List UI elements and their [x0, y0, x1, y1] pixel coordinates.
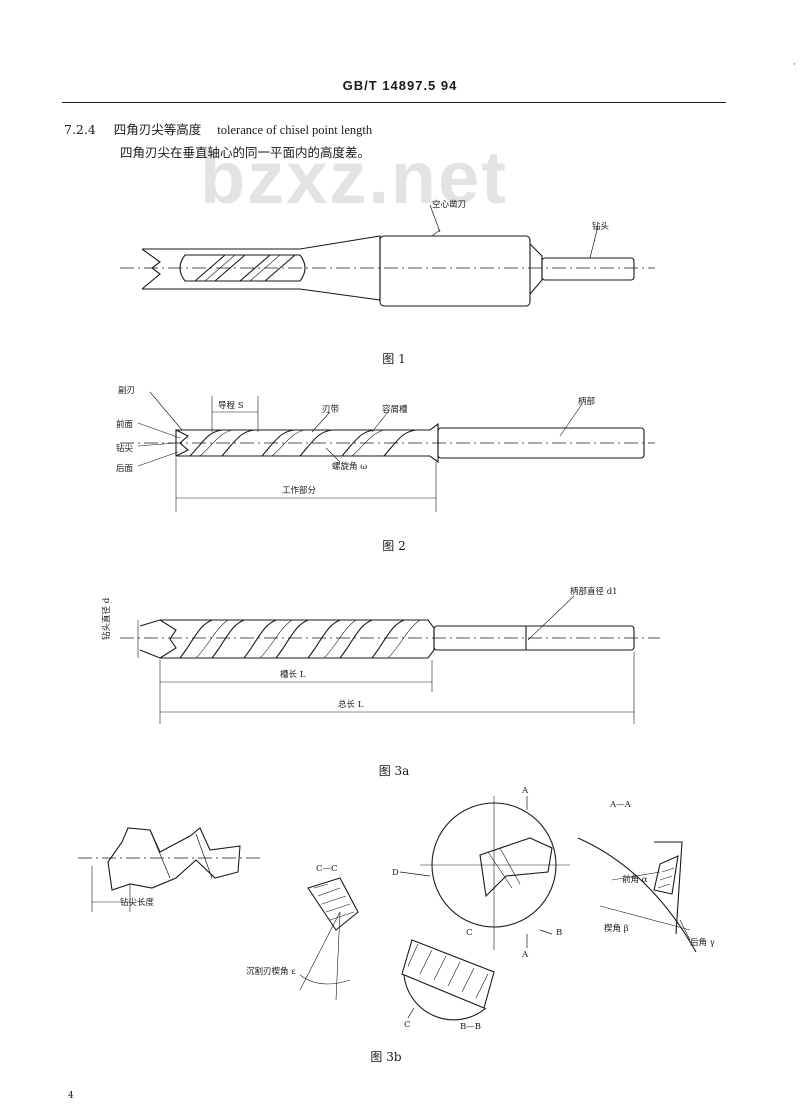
figure-3a-drawing	[120, 595, 660, 724]
label-rake-angle: 前角 α	[622, 875, 648, 885]
label-wedge-angle: 楔角 β	[604, 924, 629, 934]
figure-1-drawing	[120, 204, 655, 307]
label-arrow-b: B	[556, 928, 563, 938]
clause-definition: 四角刃尖在垂直轴心的同一平面内的高度差。	[120, 145, 371, 160]
label-tip-length: 钻尖长度	[120, 898, 155, 908]
label-groove-length: 槽长 L	[280, 670, 306, 680]
label-arrow-c-top: C	[466, 928, 473, 938]
clause-title-en: tolerance of chisel point length	[217, 123, 373, 137]
label-chisel: 空心凿刀	[432, 200, 467, 210]
label-total-length: 总长 L	[338, 700, 364, 710]
clause-heading: 7.2.4 四角刃尖等高度 tolerance of chisel point …	[64, 119, 372, 138]
page-number: 4	[68, 1091, 74, 1101]
label-shank-dia: 柄部直径 d1	[570, 587, 618, 597]
label-secondary-edge: 副刃	[118, 386, 136, 396]
label-flute: 容屑槽	[382, 405, 408, 415]
clause-number: 7.2.4	[64, 122, 96, 137]
label-arrow-a-top: A	[522, 786, 529, 796]
label-arrow-a-bottom: A	[522, 950, 529, 960]
figure-3a-caption: 图 3a	[378, 764, 410, 778]
clause-title-cn: 四角刃尖等高度	[113, 122, 202, 137]
label-flank: 后面	[116, 464, 134, 474]
label-helix-angle: 螺旋角 ω	[332, 462, 368, 472]
label-lead: 导程 S	[218, 401, 244, 411]
label-arrow-c-bottom: C	[404, 1020, 411, 1030]
label-edge-angle: 沉割刃楔角 ε	[246, 967, 296, 977]
figure-1-caption: 图 1	[382, 352, 406, 366]
label-arrow-d: D	[392, 868, 399, 878]
label-drill-point: 钻尖	[116, 444, 134, 454]
label-land: 刃带	[322, 405, 340, 415]
label-section-bb: B—B	[460, 1022, 481, 1032]
header-rule	[62, 102, 726, 103]
label-section-aa: A—A	[610, 800, 631, 810]
margin-mark: ·	[793, 60, 796, 70]
figure-3b-drawing	[78, 796, 697, 1021]
label-bit: 钻头	[592, 222, 610, 232]
label-working-part: 工作部分	[282, 486, 317, 496]
figure-2-caption: 图 2	[382, 539, 406, 553]
standard-header: GB/T 14897.5 94	[342, 78, 458, 93]
label-section-cc: C—C	[316, 864, 338, 874]
figure-3b-caption: 图 3b	[370, 1050, 402, 1064]
label-clearance-angle: 后角 γ	[690, 938, 715, 948]
watermark: bzxz.net	[200, 136, 508, 219]
label-rake-face: 前面	[116, 420, 134, 430]
figure-2-drawing	[120, 391, 655, 512]
label-shank: 柄部	[578, 397, 596, 407]
